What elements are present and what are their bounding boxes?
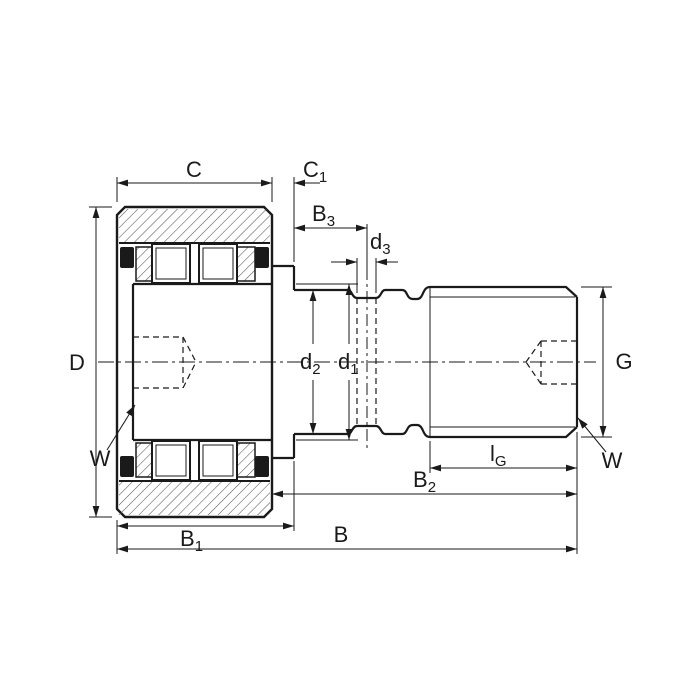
label-B1-base: B xyxy=(180,526,195,551)
label-lG-sub: G xyxy=(495,453,507,470)
label-W-left: W xyxy=(90,446,111,471)
roller-top-1-inner xyxy=(155,247,187,280)
arrow-lG-left xyxy=(430,464,441,472)
arrow-lG-right xyxy=(566,464,577,472)
hex-socket-cone-lower xyxy=(182,361,197,389)
arrow-W-left xyxy=(126,405,135,417)
arrow-d3-left xyxy=(346,258,357,266)
arrow-C1 xyxy=(294,179,305,187)
outer-ring-section-hatch-bottom xyxy=(119,482,270,515)
label-G: G xyxy=(615,349,632,374)
hex-socket-cone-upper xyxy=(182,336,197,363)
label-d1: d1 xyxy=(338,349,359,378)
label-B: B xyxy=(334,522,349,547)
label-d1-base: d xyxy=(338,349,350,374)
label-d2: d2 xyxy=(300,349,321,378)
label-B2-sub: 2 xyxy=(428,479,436,496)
arrow-B1-right xyxy=(283,522,294,530)
roller-top-1 xyxy=(151,243,191,284)
label-C1: C1 xyxy=(303,157,327,186)
label-d2-base: d xyxy=(300,349,312,374)
label-B1: B1 xyxy=(180,526,203,555)
roller-bottom-2-inner xyxy=(202,444,234,477)
label-C1-base: C xyxy=(303,157,319,182)
arrow-d1-bottom xyxy=(345,429,353,440)
seal-top-left xyxy=(120,247,134,268)
label-B2: B2 xyxy=(413,467,436,496)
label-d3-base: d xyxy=(370,229,382,254)
seal-top-right xyxy=(255,247,269,268)
arrow-C-left xyxy=(117,179,128,187)
center-hole-cone-upper xyxy=(525,340,542,363)
label-B1-sub: 1 xyxy=(195,538,203,555)
label-C: C xyxy=(186,157,202,182)
arrow-G-top xyxy=(599,287,607,298)
arrow-B-right xyxy=(566,545,577,553)
arrow-d2-bottom xyxy=(309,423,317,434)
guide-washer-bottom-right xyxy=(236,442,256,478)
label-W-right: W xyxy=(602,448,623,473)
arrow-d1-top xyxy=(345,284,353,295)
label-D: D xyxy=(69,350,85,375)
guide-washer-top-right xyxy=(236,246,256,282)
label-B2-base: B xyxy=(413,467,428,492)
roller-bottom-2 xyxy=(198,440,238,481)
label-B3-sub: 3 xyxy=(327,213,335,230)
arrow-D-top xyxy=(92,207,100,218)
arrow-d2-top xyxy=(309,290,317,301)
label-C1-sub: 1 xyxy=(319,169,327,186)
stud xyxy=(131,264,579,460)
arrow-D-bottom xyxy=(92,506,100,517)
arrow-C-right xyxy=(261,179,272,187)
stud-profile-bottom xyxy=(294,423,578,439)
label-d2-sub: 2 xyxy=(312,361,320,378)
rolling-elements xyxy=(135,243,256,481)
dimension-labels: C C1 B3 d3 D d2 d1 G W W lG B2 B1 B xyxy=(69,157,633,555)
arrow-B1-left xyxy=(117,522,128,530)
roller-bottom-1-inner xyxy=(155,444,187,477)
seal-bottom-left xyxy=(120,456,134,477)
label-B3: B3 xyxy=(312,201,335,230)
stud-profile-top xyxy=(294,285,578,301)
roller-top-2 xyxy=(198,243,238,284)
seal-bottom-right xyxy=(255,456,269,477)
roller-bottom-1 xyxy=(151,440,191,481)
roller-top-2-inner xyxy=(202,247,234,280)
arrow-B3-right xyxy=(356,224,367,232)
arrow-B3-left xyxy=(294,224,305,232)
label-B3-base: B xyxy=(312,201,327,226)
seals xyxy=(120,247,269,477)
arrow-B2-right xyxy=(566,490,577,498)
label-lG: lG xyxy=(490,441,507,470)
label-lG-base: l xyxy=(490,441,495,466)
dimension-arrowheads xyxy=(92,179,607,553)
label-d3: d3 xyxy=(370,229,391,258)
arrow-B-left xyxy=(117,545,128,553)
label-d1-sub: 1 xyxy=(350,361,358,378)
arrow-G-bottom xyxy=(599,426,607,437)
arrow-W-right xyxy=(578,418,588,429)
arrow-d3-right xyxy=(376,258,387,266)
label-d3-sub: 3 xyxy=(382,241,390,258)
dimension-lines xyxy=(89,177,612,554)
centerlines xyxy=(98,268,596,452)
outer-ring-section-hatch-top xyxy=(119,209,270,242)
arrow-B2-left xyxy=(272,490,283,498)
center-hole-cone-lower xyxy=(525,361,542,385)
